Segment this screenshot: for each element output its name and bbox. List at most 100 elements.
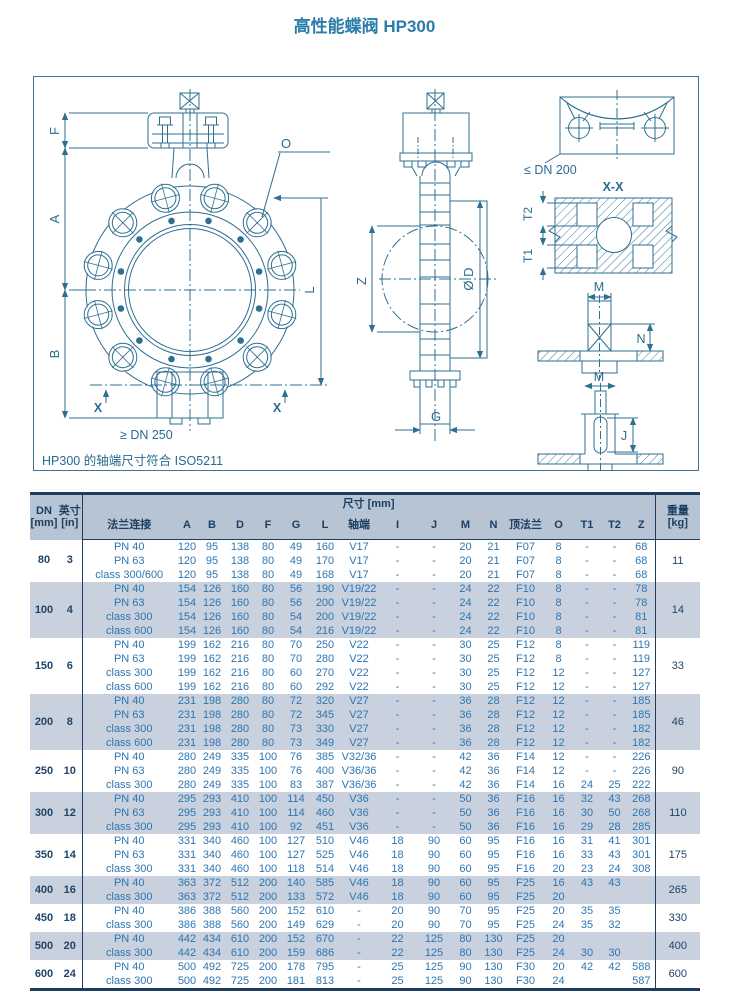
cell-num: F12 bbox=[507, 722, 544, 736]
col-header-3: D bbox=[226, 510, 254, 540]
cell-num: F30 bbox=[516, 974, 535, 987]
cell-num: 199 bbox=[177, 638, 197, 651]
cell-num: 182 bbox=[628, 736, 656, 750]
cell-num: 100 bbox=[258, 848, 278, 861]
cell-num: V17 bbox=[349, 554, 369, 567]
cell-num: 36 bbox=[451, 736, 480, 750]
cell-num: 185 bbox=[628, 708, 656, 722]
cell-num: 301 bbox=[632, 848, 651, 861]
cell-num: 80 bbox=[254, 722, 282, 736]
cell-num: V27 bbox=[340, 708, 378, 722]
cell-num: - bbox=[612, 554, 617, 567]
cell-num: - bbox=[432, 680, 436, 693]
cell-num: F30 bbox=[516, 960, 535, 973]
cell-num: - bbox=[432, 568, 436, 581]
dim-label-f: F bbox=[47, 127, 62, 135]
cell-num: V36 bbox=[340, 792, 378, 806]
cell-num: 35 bbox=[580, 904, 594, 917]
cell-num: 200 bbox=[254, 932, 282, 946]
cell-num: - bbox=[573, 736, 601, 750]
cell-num: - bbox=[378, 792, 417, 806]
dim-label-t1: T1 bbox=[521, 249, 535, 263]
cell-num: 8 bbox=[544, 582, 573, 596]
cell-num: V32/36 bbox=[341, 750, 377, 763]
cell-num: 56 bbox=[282, 582, 310, 596]
cell-num: F12 bbox=[516, 652, 535, 665]
cell-num: 125 bbox=[424, 960, 444, 973]
valve-drawing: F A B O X X L Z Ø D G ≤ DN 200 X-X T2 T1… bbox=[42, 89, 678, 477]
cell-in: 24 bbox=[63, 967, 76, 980]
cell-num: 90 bbox=[427, 918, 441, 931]
cell-num: 199 bbox=[177, 666, 197, 679]
cell-num: 100 bbox=[258, 862, 278, 875]
cell-num: 16 bbox=[552, 834, 565, 847]
cell-num: - bbox=[585, 568, 589, 581]
cell-num: F25 bbox=[507, 890, 544, 904]
cell-num: 387 bbox=[315, 778, 335, 791]
cell-num: 54 bbox=[282, 624, 310, 638]
cell-num: - bbox=[585, 540, 589, 553]
cell-num: - bbox=[395, 540, 400, 553]
cell-num: 168 bbox=[315, 568, 335, 581]
dim-label-t2: T2 bbox=[521, 207, 535, 221]
cell-num: 588 bbox=[632, 960, 651, 973]
cell-num: 410 bbox=[226, 806, 254, 820]
cell-num: 18 bbox=[378, 876, 417, 890]
cell-in: 6 bbox=[66, 659, 73, 672]
cell-dn: 600 bbox=[34, 967, 54, 980]
cell-num: - bbox=[417, 596, 451, 610]
cell-num: 43 bbox=[601, 876, 628, 890]
cell-num: 340 bbox=[202, 834, 222, 847]
cell-num: 90 bbox=[417, 890, 451, 904]
col-header-10: M bbox=[451, 510, 480, 540]
cell-num: 22 bbox=[378, 946, 417, 960]
cell-num: - bbox=[395, 554, 400, 567]
cell-num: 95 bbox=[487, 862, 500, 875]
cell-num: 100 bbox=[254, 806, 282, 820]
cell-num: V27 bbox=[340, 694, 378, 708]
cell-in: 18 bbox=[63, 911, 76, 924]
cell-num: F12 bbox=[507, 694, 544, 708]
cell-in: 20 bbox=[58, 932, 82, 960]
cell-dn: 250 bbox=[34, 764, 54, 777]
cell-num: 21 bbox=[487, 540, 500, 553]
note-iso: HP300 的轴端尺寸符合 ISO5211 bbox=[42, 453, 223, 468]
cell-num: 162 bbox=[202, 680, 222, 693]
cell-num: - bbox=[378, 722, 417, 736]
cell-num: 138 bbox=[230, 554, 250, 567]
cell-num: F14 bbox=[516, 764, 535, 777]
cell-num: 54 bbox=[282, 610, 310, 624]
cell-num: 140 bbox=[282, 876, 310, 890]
cell-num: 16 bbox=[544, 876, 573, 890]
cell-num: V22 bbox=[349, 666, 369, 679]
cell-num: - bbox=[585, 652, 589, 665]
cell-num: 20 bbox=[459, 568, 472, 581]
cell-num: 686 bbox=[310, 946, 340, 960]
cell-num: 20 bbox=[552, 904, 565, 917]
cell-num: 81 bbox=[628, 610, 656, 624]
cell-num: 120 bbox=[177, 554, 197, 567]
cell-num: 24 bbox=[580, 778, 594, 791]
cell-num: 130 bbox=[484, 960, 503, 973]
cell-num: - bbox=[378, 820, 417, 834]
col-header-16: Z bbox=[628, 510, 656, 540]
cell-num bbox=[628, 890, 656, 904]
cell-num: 372 bbox=[198, 890, 226, 904]
cell-num: 73 bbox=[282, 722, 310, 736]
cell-num: 198 bbox=[198, 736, 226, 750]
cell-num: 8 bbox=[555, 568, 562, 581]
cell-num: 280 bbox=[226, 722, 254, 736]
cell-num: 293 bbox=[198, 792, 226, 806]
cell-num: 36 bbox=[480, 820, 507, 834]
label-section-xx: X-X bbox=[603, 180, 625, 194]
cell-num: 92 bbox=[282, 820, 310, 834]
cell-num: 16 bbox=[552, 778, 565, 791]
cell-num: F10 bbox=[507, 596, 544, 610]
cell-conn: PN 40 bbox=[81, 750, 176, 764]
dim-label-o: O bbox=[281, 136, 291, 151]
